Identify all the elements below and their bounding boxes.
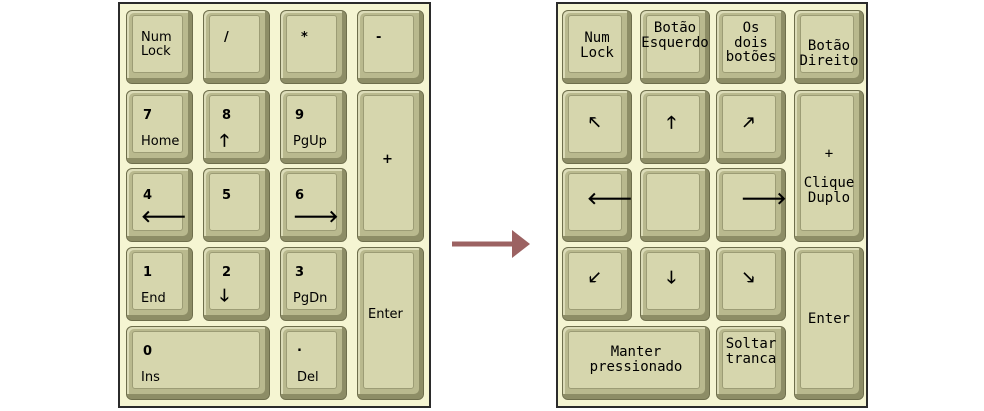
key-label: - [376,30,382,45]
key-label: Botão Esquerdo [641,20,709,51]
key-label: PgDn [293,291,328,306]
key-down-right[interactable]: 🡖 [716,247,786,321]
down-left-arrow-icon: 🡗 [589,268,601,288]
key-multiply[interactable]: * [280,10,347,84]
key-4-left[interactable]: 4 🡐 [126,168,193,242]
key-number: 9 [295,108,305,123]
key-9-pgup[interactable]: 9 PgUp [280,90,347,164]
down-arrow-icon: 🡓 [667,268,676,288]
key-number: 8 [222,108,232,123]
key-label: * [301,30,308,45]
key-label: PgUp [293,134,327,149]
key-number: . [297,340,302,355]
key-number: 4 [143,188,153,203]
right-keypad: Num Lock Botão Esquerdo Os dois botões B… [556,2,868,408]
key-right-button[interactable]: Botão Direito [794,10,864,84]
key-label: Os dois botões [725,20,777,66]
key-3-pgdn[interactable]: 3 PgDn [280,247,347,321]
key-down[interactable]: 🡓 [640,247,710,321]
key-label: Num Lock [141,30,172,59]
down-arrow-icon: 🡓 [220,286,229,306]
key-hold[interactable]: Manter pressionado [562,326,710,400]
left-keypad: Num Lock / * - 7 Home 8 🡑 9 PgUp + 4 🡐 5… [118,2,431,408]
key-num-lock[interactable]: Num Lock [126,10,193,84]
down-right-arrow-icon: 🡖 [743,268,755,288]
key-label: Enter [807,311,851,327]
left-arrow-icon: 🡐 [141,207,187,227]
key-5[interactable]: 5 [203,168,270,242]
left-arrow-icon: 🡐 [587,189,633,209]
key-num-lock[interactable]: Num Lock [562,10,632,84]
key-8-up[interactable]: 8 🡑 [203,90,270,164]
key-up[interactable]: 🡑 [640,90,710,164]
key-plus-double-click[interactable]: + Clique Duplo [794,90,864,242]
key-up-right[interactable]: 🡕 [716,90,786,164]
key-left[interactable]: 🡐 [562,168,633,242]
up-right-arrow-icon: 🡕 [743,113,755,133]
up-arrow-icon: 🡑 [220,131,229,151]
key-enter[interactable]: Enter [357,247,424,400]
key-release[interactable]: Soltar tranca [716,326,786,400]
key-7-home[interactable]: 7 Home [126,90,193,164]
key-down-left[interactable]: 🡗 [562,247,632,321]
key-label: Del [297,370,319,385]
key-number: 6 [295,188,305,203]
key-plus[interactable]: + [357,90,424,242]
key-number: 1 [143,265,153,280]
key-1-end[interactable]: 1 End [126,247,193,321]
key-2-down[interactable]: 2 🡓 [203,247,270,321]
key-number: 7 [143,108,153,123]
key-label: Home [141,134,180,149]
up-arrow-icon: 🡑 [667,113,676,133]
transition-arrow-icon [452,230,530,258]
key-slash[interactable]: / [203,10,270,84]
key-number: 0 [143,344,153,359]
key-enter[interactable]: Enter [794,247,864,400]
key-label: Enter [368,307,403,322]
key-label: Manter pressionado [589,344,683,375]
key-label: Ins [141,370,160,385]
key-minus[interactable]: - [357,10,424,84]
key-label: Botão Direito [799,38,859,69]
key-dot-del[interactable]: . Del [280,326,347,400]
key-number: 2 [222,265,232,280]
key-up-left[interactable]: 🡔 [562,90,632,164]
key-left-button[interactable]: Botão Esquerdo [640,10,710,84]
key-label: / [224,30,229,45]
right-arrow-icon: 🡒 [293,207,339,227]
key-right[interactable]: 🡒 [716,168,787,242]
key-number: 3 [295,265,305,280]
key-both-buttons[interactable]: Os dois botões [716,10,786,84]
key-0-ins[interactable]: 0 Ins [126,326,270,400]
right-arrow-icon: 🡒 [741,189,787,209]
key-label: Soltar tranca [725,336,777,367]
key-label: + Clique Duplo [803,146,855,207]
key-6-right[interactable]: 6 🡒 [280,168,347,242]
key-label: End [141,291,166,306]
up-left-arrow-icon: 🡔 [589,113,601,133]
key-label: + [382,152,393,167]
key-label: Num Lock [580,30,614,61]
key-number: 5 [222,188,232,203]
key-center[interactable] [640,168,710,242]
